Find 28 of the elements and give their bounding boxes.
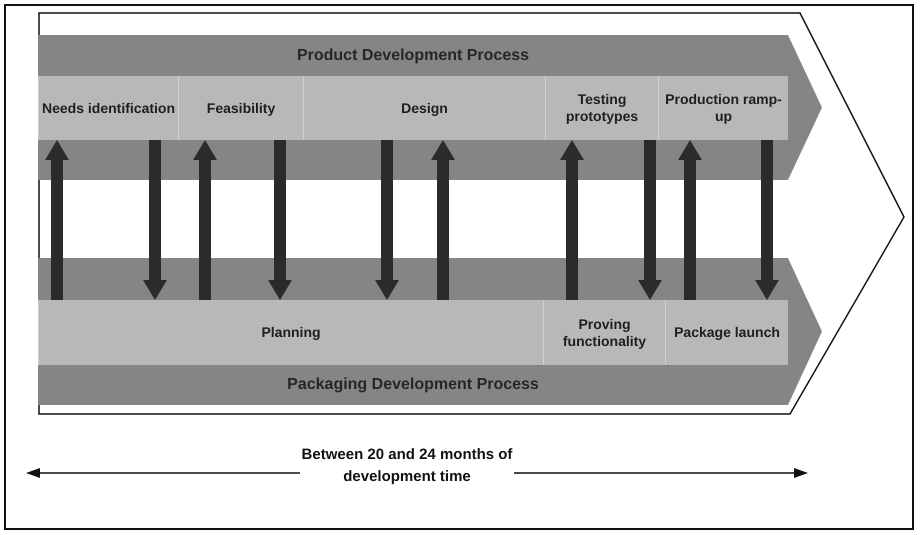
stage-panel [178, 76, 303, 140]
arrow [268, 140, 292, 300]
stage-panel [38, 300, 543, 365]
stage-label: Design [401, 100, 448, 116]
arrow [560, 140, 584, 300]
arrow [638, 140, 662, 300]
stage-panel [658, 76, 788, 140]
stage-panel [543, 300, 665, 365]
stage-label: Package launch [674, 324, 780, 341]
stage-label: Proving functionality [562, 316, 648, 350]
stage-label: Production ramp-up [664, 91, 783, 125]
stage-label: Planning [261, 324, 321, 341]
arrow [193, 140, 217, 300]
stage-panel [38, 76, 178, 140]
arrow [755, 140, 779, 300]
arrow [45, 140, 69, 300]
stage-panel [665, 300, 788, 365]
arrow [375, 140, 399, 300]
stage-panel [303, 76, 545, 140]
stage-label: Feasibility [206, 100, 276, 116]
stage-label: Testing prototypes [564, 91, 640, 125]
process-title: Packaging Development Process [287, 376, 539, 394]
arrow [678, 140, 702, 300]
arrow [431, 140, 455, 300]
process-title: Product Development Process [296, 46, 530, 64]
arrow [143, 140, 167, 300]
stage-panel [545, 76, 658, 140]
stage-label: Needs identification [42, 100, 176, 116]
